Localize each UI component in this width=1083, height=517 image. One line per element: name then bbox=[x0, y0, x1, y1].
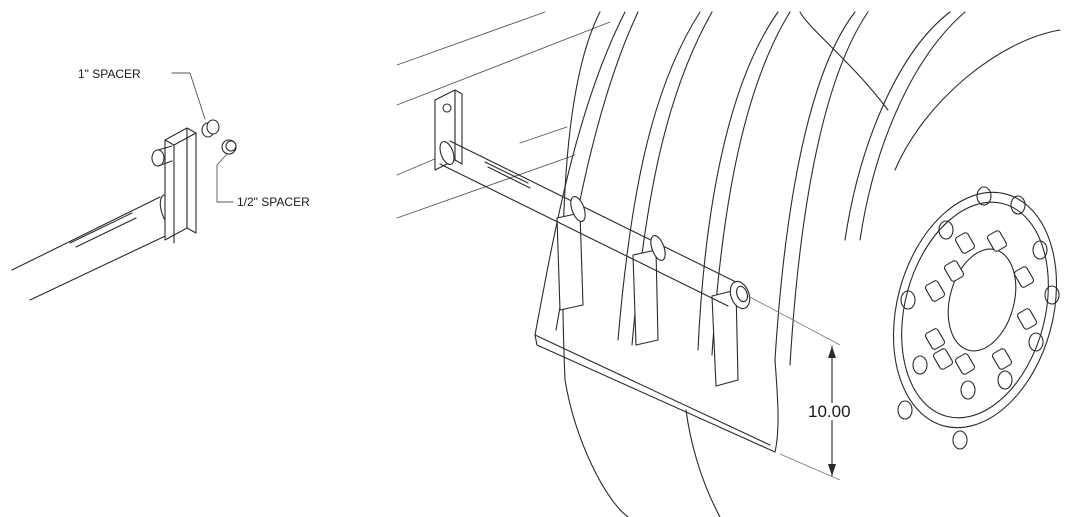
detail-pin bbox=[151, 145, 173, 167]
tire-outer bbox=[562, 11, 1061, 517]
leader-1in-spacer bbox=[171, 72, 206, 120]
detail-view bbox=[11, 72, 237, 301]
lug-nuts bbox=[924, 230, 1038, 375]
dimension-label: 10.00 bbox=[808, 402, 851, 421]
slot-cutouts bbox=[556, 212, 739, 387]
main-rod bbox=[439, 140, 751, 310]
label-half-spacer: 1/2" SPACER bbox=[237, 195, 310, 209]
label-1in-spacer: 1" SPACER bbox=[78, 67, 141, 81]
trailer-frame bbox=[396, 11, 611, 219]
dimension-10 bbox=[747, 295, 841, 481]
detail-half-spacer bbox=[221, 139, 237, 155]
detail-mount-plate bbox=[164, 127, 197, 244]
fender-grooves bbox=[534, 11, 966, 366]
detail-1in-spacer bbox=[201, 119, 220, 138]
fender-edge bbox=[534, 334, 779, 453]
wheel-hub bbox=[892, 186, 1060, 450]
detail-rod bbox=[11, 194, 181, 301]
main-view bbox=[396, 11, 1061, 517]
leader-half-spacer bbox=[216, 153, 234, 203]
